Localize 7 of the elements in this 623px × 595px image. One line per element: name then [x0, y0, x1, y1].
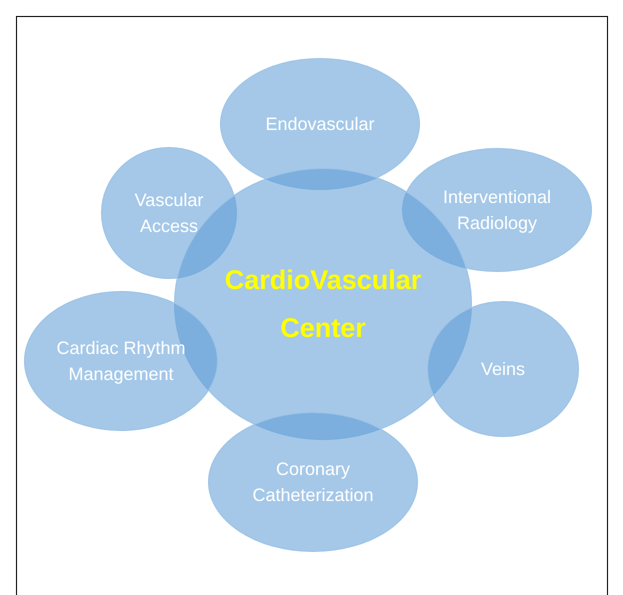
topic-label: Veins: [480, 358, 526, 381]
topic-label: Vascular Access: [134, 189, 204, 238]
topic-label: Endovascular: [265, 113, 375, 136]
topic-label: Cardiac Rhythm Management: [55, 337, 187, 386]
center-title: CardioVascular Center: [224, 264, 422, 345]
topic-label: Interventional Radiology: [442, 186, 552, 235]
topic-label: Coronary Catheterization: [251, 458, 375, 507]
